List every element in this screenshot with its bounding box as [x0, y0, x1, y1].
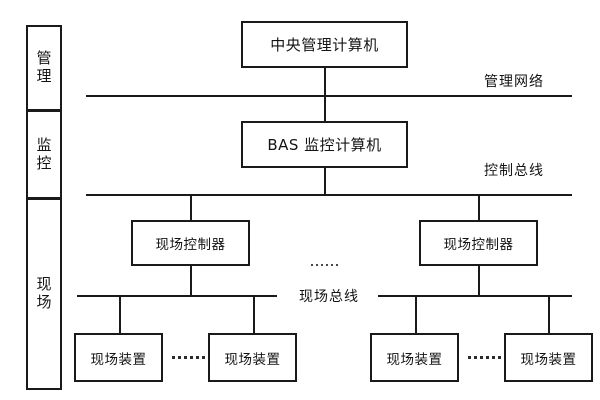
layer-label-field: 现场: [34, 276, 53, 312]
connector-controller-left-to-field-bus: [190, 266, 192, 295]
ellipsis-devices-left: [172, 356, 205, 359]
connector-field-bus-to-device-3: [415, 295, 417, 333]
ellipsis-devices-right: [468, 356, 501, 359]
node-field-device-3[interactable]: 现场装置: [370, 333, 459, 382]
ellipsis-controllers: [311, 264, 338, 266]
connector-bas-to-control-bus: [324, 168, 326, 196]
connector-field-bus-to-device-4: [548, 295, 550, 333]
bus-line-field-bus-left: [77, 295, 277, 297]
node-field-controller-left[interactable]: 现场控制器: [131, 220, 250, 266]
node-field-controller-right[interactable]: 现场控制器: [419, 220, 538, 266]
connector-controller-right-to-field-bus: [478, 266, 480, 295]
layer-cell-management: 管理: [26, 25, 62, 111]
connector-field-bus-to-device-2: [253, 295, 255, 333]
layer-label-monitoring: 监控: [34, 136, 53, 173]
node-field-device-2[interactable]: 现场装置: [208, 333, 297, 382]
connector-central-to-bas: [324, 68, 326, 126]
connector-field-bus-to-device-1: [119, 295, 121, 333]
bus-label-field-bus: 现场总线: [293, 286, 365, 306]
connector-control-bus-to-controller-left: [190, 194, 192, 220]
layer-cell-monitoring: 监控: [26, 110, 62, 199]
node-central-computer[interactable]: 中央管理计算机: [241, 21, 408, 68]
layer-label-management: 管理: [34, 50, 53, 86]
bus-line-field-bus-right: [378, 295, 572, 297]
node-field-device-1[interactable]: 现场装置: [74, 333, 163, 382]
bus-line-management-network: [86, 95, 572, 97]
node-bas-computer[interactable]: BAS 监控计算机: [241, 121, 408, 168]
node-field-device-4[interactable]: 现场装置: [504, 333, 593, 382]
bus-line-control-bus: [86, 194, 572, 196]
connector-control-bus-to-controller-right: [478, 194, 480, 220]
layer-cell-field: 现场: [26, 198, 62, 390]
bus-label-control-bus: 控制总线: [484, 160, 544, 180]
bus-label-management-network: 管理网络: [484, 71, 544, 91]
